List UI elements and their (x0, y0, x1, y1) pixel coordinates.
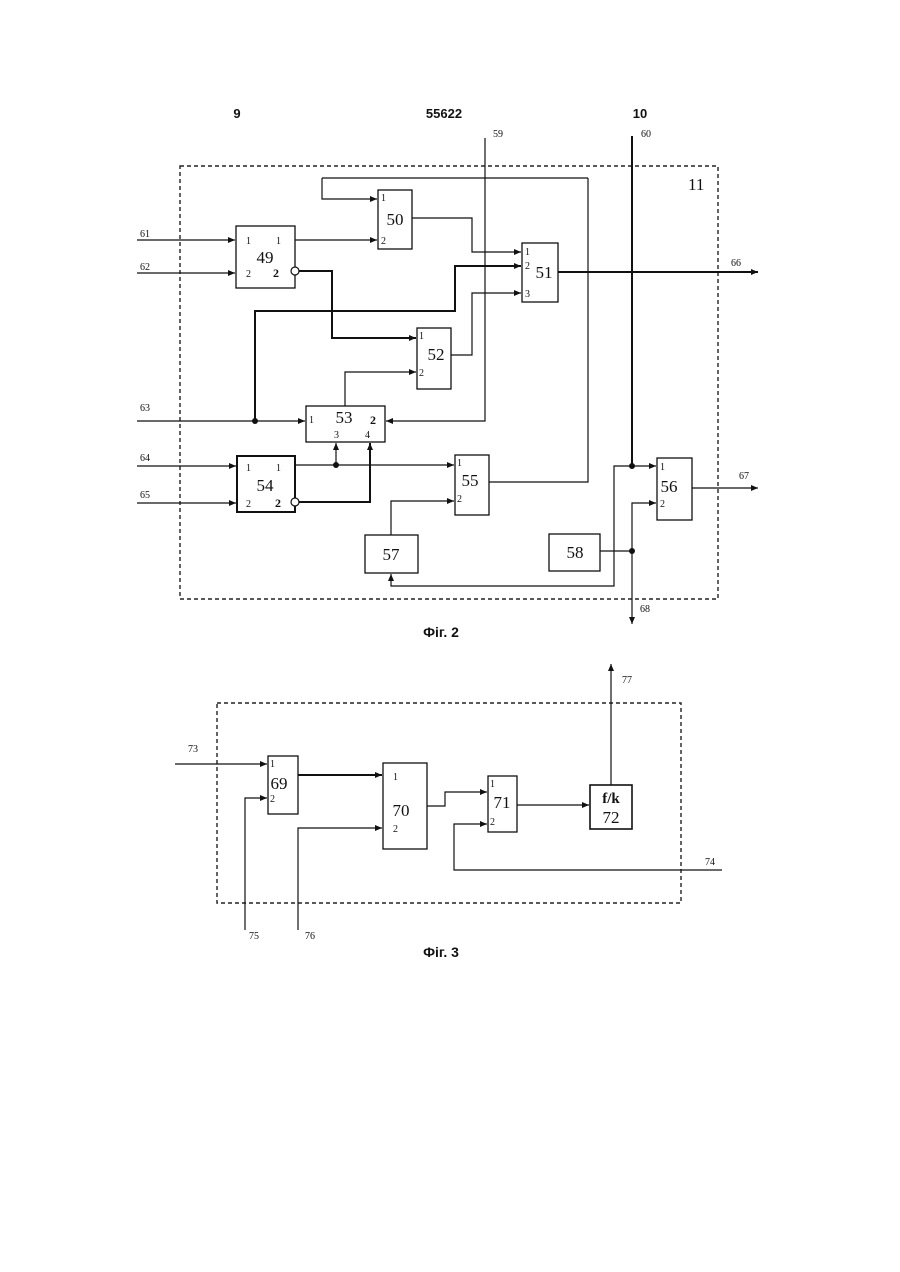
svg-text:2: 2 (525, 261, 530, 272)
block-49: 1 1 2 2 49 (236, 226, 299, 288)
block-54: 1 1 2 2 54 (237, 456, 299, 512)
svg-text:2: 2 (273, 266, 279, 280)
signal-67-label: 67 (739, 471, 749, 482)
signal-65-label: 65 (140, 490, 150, 501)
svg-text:1: 1 (381, 193, 386, 204)
block-58-label: 58 (567, 543, 584, 562)
block-57-label: 57 (383, 545, 401, 564)
block-56: 1 2 56 (657, 458, 692, 520)
signal-77-label: 77 (622, 675, 632, 686)
signal-63-label: 63 (140, 403, 150, 414)
figure-3: 1 2 69 1 2 70 1 2 71 f/k 72 (175, 664, 722, 960)
block-72-function-label: f/k (602, 791, 620, 807)
svg-text:1: 1 (276, 463, 281, 474)
page-number-right: 10 (633, 106, 647, 121)
inverted-output-marker (291, 498, 299, 506)
svg-text:1: 1 (419, 331, 424, 342)
block-69: 1 2 69 (268, 756, 298, 814)
signal-64-label: 64 (140, 453, 150, 464)
svg-text:2: 2 (275, 496, 281, 510)
svg-text:2: 2 (490, 817, 495, 828)
svg-text:2: 2 (246, 269, 251, 280)
block-56-label: 56 (661, 477, 678, 496)
signal-61-label: 61 (140, 229, 150, 240)
block-52-label: 52 (428, 345, 445, 364)
fig2-caption: Фіг. 2 (423, 624, 459, 640)
signal-59-label: 59 (493, 129, 503, 140)
figure-2: 11 1 1 2 2 49 1 2 50 1 2 3 51 1 (137, 129, 758, 640)
svg-text:1: 1 (270, 759, 275, 770)
fig3-connections (175, 664, 722, 930)
page-number-left: 9 (233, 106, 240, 121)
svg-text:3: 3 (334, 430, 339, 441)
block-50-label: 50 (387, 210, 404, 229)
signal-68-label: 68 (640, 604, 650, 615)
svg-text:3: 3 (525, 289, 530, 300)
signal-74-label: 74 (705, 857, 715, 868)
fig2-frame-label: 11 (688, 175, 704, 194)
block-51-label: 51 (536, 263, 553, 282)
svg-text:1: 1 (660, 462, 665, 473)
signal-76-label: 76 (305, 931, 315, 942)
block-55: 1 2 55 (455, 455, 489, 515)
block-53: 1 2 3 4 53 (306, 406, 385, 442)
block-58: 58 (549, 534, 600, 571)
svg-text:1: 1 (276, 236, 281, 247)
signal-62-label: 62 (140, 262, 150, 273)
block-54-label: 54 (257, 476, 275, 495)
svg-text:1: 1 (393, 772, 398, 783)
block-70: 1 2 70 (383, 763, 427, 849)
svg-text:2: 2 (660, 499, 665, 510)
block-53-label: 53 (336, 408, 353, 427)
block-49-label: 49 (257, 248, 274, 267)
svg-text:1: 1 (246, 236, 251, 247)
block-55-label: 55 (462, 471, 479, 490)
signal-73-label: 73 (188, 744, 198, 755)
inverted-output-marker (291, 267, 299, 275)
svg-text:2: 2 (393, 824, 398, 835)
block-69-label: 69 (271, 774, 288, 793)
block-72: f/k 72 (590, 785, 632, 829)
block-50: 1 2 50 (378, 190, 412, 249)
block-51: 1 2 3 51 (522, 243, 558, 302)
svg-text:2: 2 (270, 794, 275, 805)
block-52: 1 2 52 (417, 328, 451, 389)
svg-text:1: 1 (490, 779, 495, 790)
svg-text:2: 2 (370, 413, 376, 427)
svg-text:2: 2 (419, 368, 424, 379)
svg-text:2: 2 (381, 236, 386, 247)
block-71-label: 71 (494, 793, 511, 812)
svg-text:1: 1 (246, 463, 251, 474)
signal-60-label: 60 (641, 129, 651, 140)
block-57: 57 (365, 535, 418, 573)
signal-66-label: 66 (731, 258, 741, 269)
svg-text:2: 2 (457, 494, 462, 505)
svg-text:2: 2 (246, 499, 251, 510)
block-72-label: 72 (603, 808, 620, 827)
fig3-caption: Фіг. 3 (423, 944, 459, 960)
signal-75-label: 75 (249, 931, 259, 942)
svg-text:1: 1 (457, 458, 462, 469)
block-71: 1 2 71 (488, 776, 517, 832)
svg-text:1: 1 (309, 415, 314, 426)
patent-number: 55622 (426, 106, 462, 121)
svg-text:1: 1 (525, 247, 530, 258)
block-70-label: 70 (393, 801, 410, 820)
svg-text:4: 4 (365, 430, 370, 441)
